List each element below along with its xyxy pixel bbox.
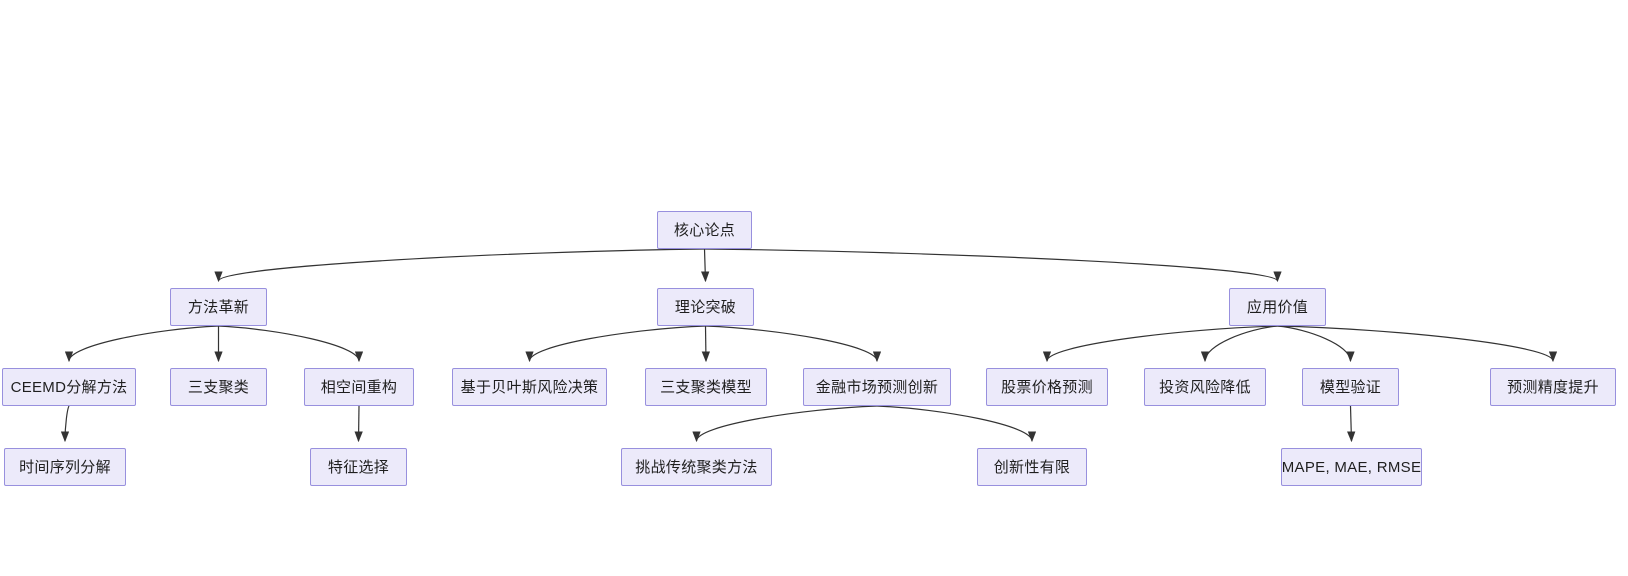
flowchart-edge	[214, 248, 705, 283]
flowchart-edge	[525, 325, 706, 363]
flowchart-edge	[64, 325, 219, 363]
node-label: CEEMD分解方法	[10, 378, 128, 396]
edge-group	[60, 248, 1558, 443]
node-label: 股票价格预测	[1001, 378, 1093, 396]
node-label: 金融市场预测创新	[815, 378, 939, 396]
flowchart-node[interactable]: 特征选择	[310, 448, 407, 486]
flowchart-edge	[1277, 325, 1558, 363]
node-label: 应用价值	[1246, 298, 1309, 316]
flowchart-edge	[1347, 405, 1356, 443]
node-label: 核心论点	[673, 221, 736, 239]
flowchart-edge	[705, 325, 882, 363]
flowchart-edge	[701, 325, 711, 363]
flowchart-edge	[1042, 325, 1278, 363]
flowchart-node[interactable]: 金融市场预测创新	[803, 368, 951, 406]
flowchart-node[interactable]: 应用价值	[1229, 288, 1326, 326]
node-label: 三支聚类模型	[660, 378, 752, 396]
flowchart-node[interactable]: CEEMD分解方法	[2, 368, 136, 406]
flowchart-edge	[1277, 325, 1355, 363]
flowchart-node[interactable]: 投资风险降低	[1144, 368, 1266, 406]
node-label: 理论突破	[674, 298, 737, 316]
node-label: 方法革新	[187, 298, 250, 316]
flowchart-edge	[701, 248, 710, 283]
node-label: 特征选择	[327, 458, 390, 476]
flowchart-edge	[354, 405, 363, 443]
flowchart-node[interactable]: 方法革新	[170, 288, 267, 326]
node-label: 投资风险降低	[1159, 378, 1251, 396]
flowchart-node[interactable]: 基于贝叶斯风险决策	[452, 368, 607, 406]
flowchart-node[interactable]: 三支聚类模型	[645, 368, 767, 406]
flowchart-edge	[218, 325, 364, 363]
flowchart-node[interactable]: 核心论点	[657, 211, 752, 249]
flowchart-node[interactable]: 理论突破	[657, 288, 754, 326]
node-label: 时间序列分解	[19, 458, 111, 476]
node-label: 创新性有限	[993, 458, 1071, 476]
flowchart-edge	[1200, 325, 1278, 363]
flowchart-node[interactable]: 时间序列分解	[4, 448, 126, 486]
node-label: 相空间重构	[320, 378, 398, 396]
flowchart-edge	[876, 405, 1037, 443]
node-label: 三支聚类	[187, 378, 250, 396]
flowchart-edge	[704, 248, 1282, 283]
flowchart-node[interactable]: 挑战传统聚类方法	[621, 448, 772, 486]
flowchart-node[interactable]: 模型验证	[1302, 368, 1399, 406]
flowchart-node[interactable]: 相空间重构	[304, 368, 414, 406]
flowchart-node[interactable]: MAPE, MAE, RMSE	[1281, 448, 1422, 486]
node-label: 基于贝叶斯风险决策	[460, 378, 599, 396]
node-label: 模型验证	[1319, 378, 1382, 396]
node-label: MAPE, MAE, RMSE	[1281, 458, 1422, 476]
flowchart-node[interactable]: 三支聚类	[170, 368, 267, 406]
flowchart-edge	[692, 405, 878, 443]
node-label: 挑战传统聚类方法	[635, 458, 758, 476]
flowchart-node[interactable]: 预测精度提升	[1490, 368, 1616, 406]
flowchart-node[interactable]: 创新性有限	[977, 448, 1087, 486]
flowchart-node[interactable]: 股票价格预测	[986, 368, 1108, 406]
flowchart-edge	[60, 405, 70, 443]
node-label: 预测精度提升	[1507, 378, 1599, 396]
